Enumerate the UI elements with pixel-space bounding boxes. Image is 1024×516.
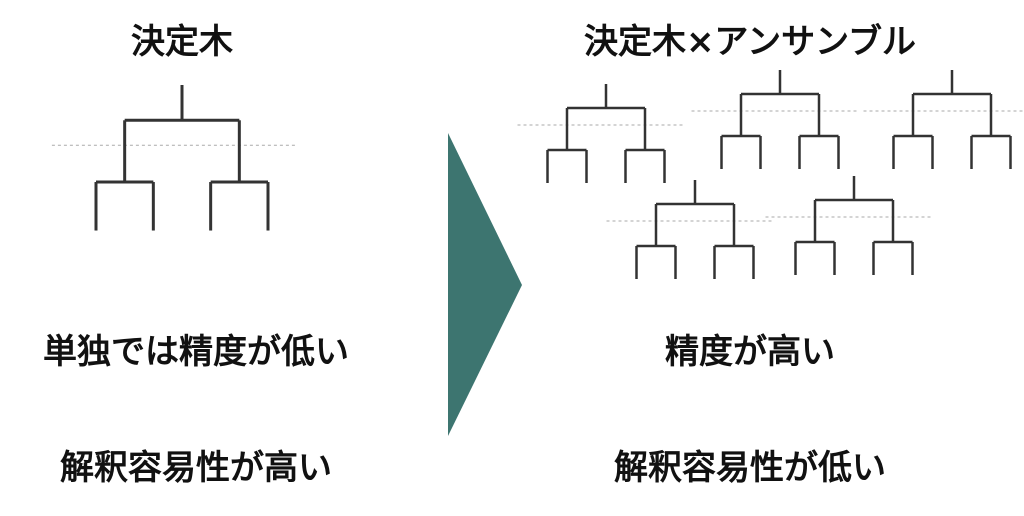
- arrow-right-icon: [448, 133, 522, 436]
- ensemble-accuracy: 精度が高い: [665, 332, 835, 372]
- single-tree-accuracy: 単独では精度が低い: [43, 332, 349, 372]
- ensemble-interpretability: 解釈容易性が低い: [614, 448, 886, 488]
- single-tree-interpretability: 解釈容易性が高い: [60, 448, 332, 488]
- ensemble-title: 決定木×アンサンブル: [583, 22, 917, 62]
- single-tree-title: 決定木: [131, 22, 233, 62]
